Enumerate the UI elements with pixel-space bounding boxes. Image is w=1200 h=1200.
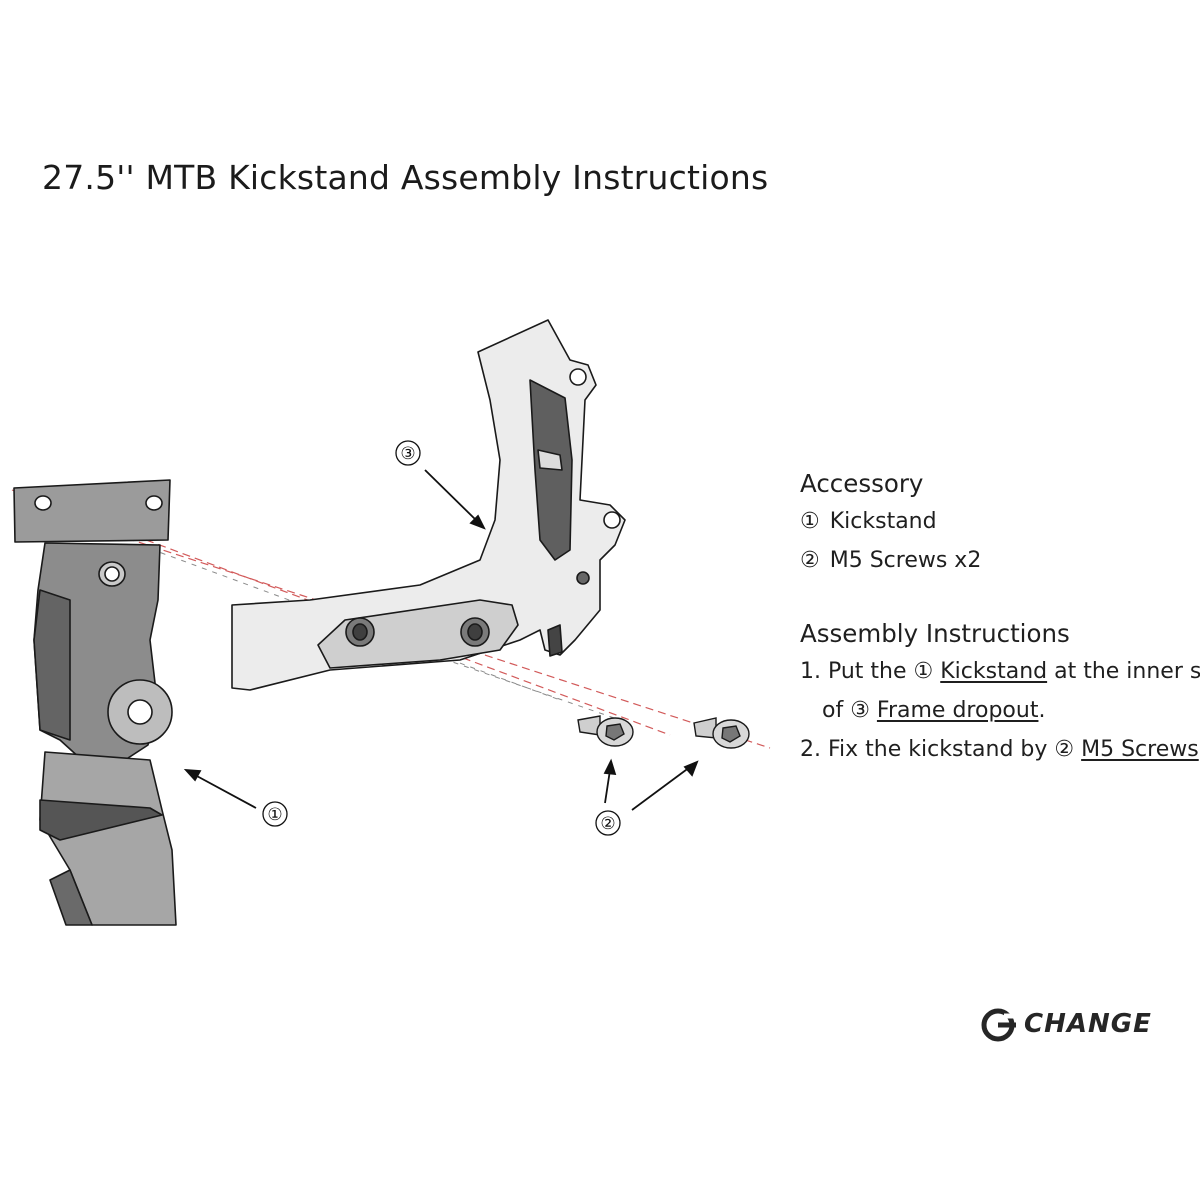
accessory-heading: Accessory bbox=[800, 469, 924, 498]
logo-text: CHANGE bbox=[1024, 1009, 1152, 1039]
callout-screws-number: ② bbox=[600, 814, 615, 834]
m5-screw-1 bbox=[577, 715, 634, 747]
instructions-panel: Accessory ① Kickstand ② M5 Screws x2 Assem… bbox=[800, 466, 1200, 769]
frame-dropout-part bbox=[231, 319, 626, 691]
callout-screws-label: ② bbox=[595, 810, 621, 836]
instruction-step-2: 2. Fix the kickstand by ② M5 Screws. bbox=[800, 730, 1200, 769]
step2-prefix: 2. Fix the kickstand by ② bbox=[800, 737, 1082, 762]
change-logo-icon bbox=[981, 1008, 1020, 1042]
instruction-step-1: 1. Put the ① Kickstand at the inner side bbox=[800, 652, 1200, 691]
change-logo: CHANGE bbox=[980, 1004, 1180, 1044]
step1-suffix: . bbox=[1038, 698, 1046, 723]
accessory-item-screws: ② M5 Screws x2 bbox=[800, 541, 1198, 580]
callout-frame-label: ③ bbox=[395, 440, 421, 466]
m5-screw-2 bbox=[693, 717, 750, 749]
instructions-heading: Assembly Instructions bbox=[800, 619, 1070, 648]
kickstand-part bbox=[13, 479, 177, 926]
frame-dropout-link: Frame dropout bbox=[876, 698, 1039, 723]
callout-arrows bbox=[183, 469, 699, 811]
callout-kickstand-label: ① bbox=[262, 801, 288, 827]
step1-line2-prefix: of ③ bbox=[822, 698, 877, 723]
accessory-label: Kickstand bbox=[829, 509, 937, 534]
callout-frame-number: ③ bbox=[400, 444, 415, 464]
kickstand-link: Kickstand bbox=[940, 659, 1048, 684]
step2-suffix: . bbox=[1199, 737, 1200, 762]
page-title: 27.5'' MTB Kickstand Assembly Instructio… bbox=[42, 158, 769, 197]
callout-kickstand-number: ① bbox=[267, 805, 282, 825]
instruction-step-1-cont: of ③ Frame dropout. bbox=[800, 691, 1198, 730]
step1-prefix: 1. Put the ① bbox=[800, 659, 941, 684]
m5-screws-link: M5 Screws bbox=[1081, 737, 1199, 762]
accessory-label: M5 Screws x2 bbox=[829, 548, 982, 573]
step1-middle: at the inner side bbox=[1054, 659, 1200, 684]
accessory-mark: ② bbox=[800, 548, 820, 573]
accessory-item-kickstand: ① Kickstand bbox=[800, 502, 1198, 541]
accessory-mark: ① bbox=[800, 509, 820, 534]
